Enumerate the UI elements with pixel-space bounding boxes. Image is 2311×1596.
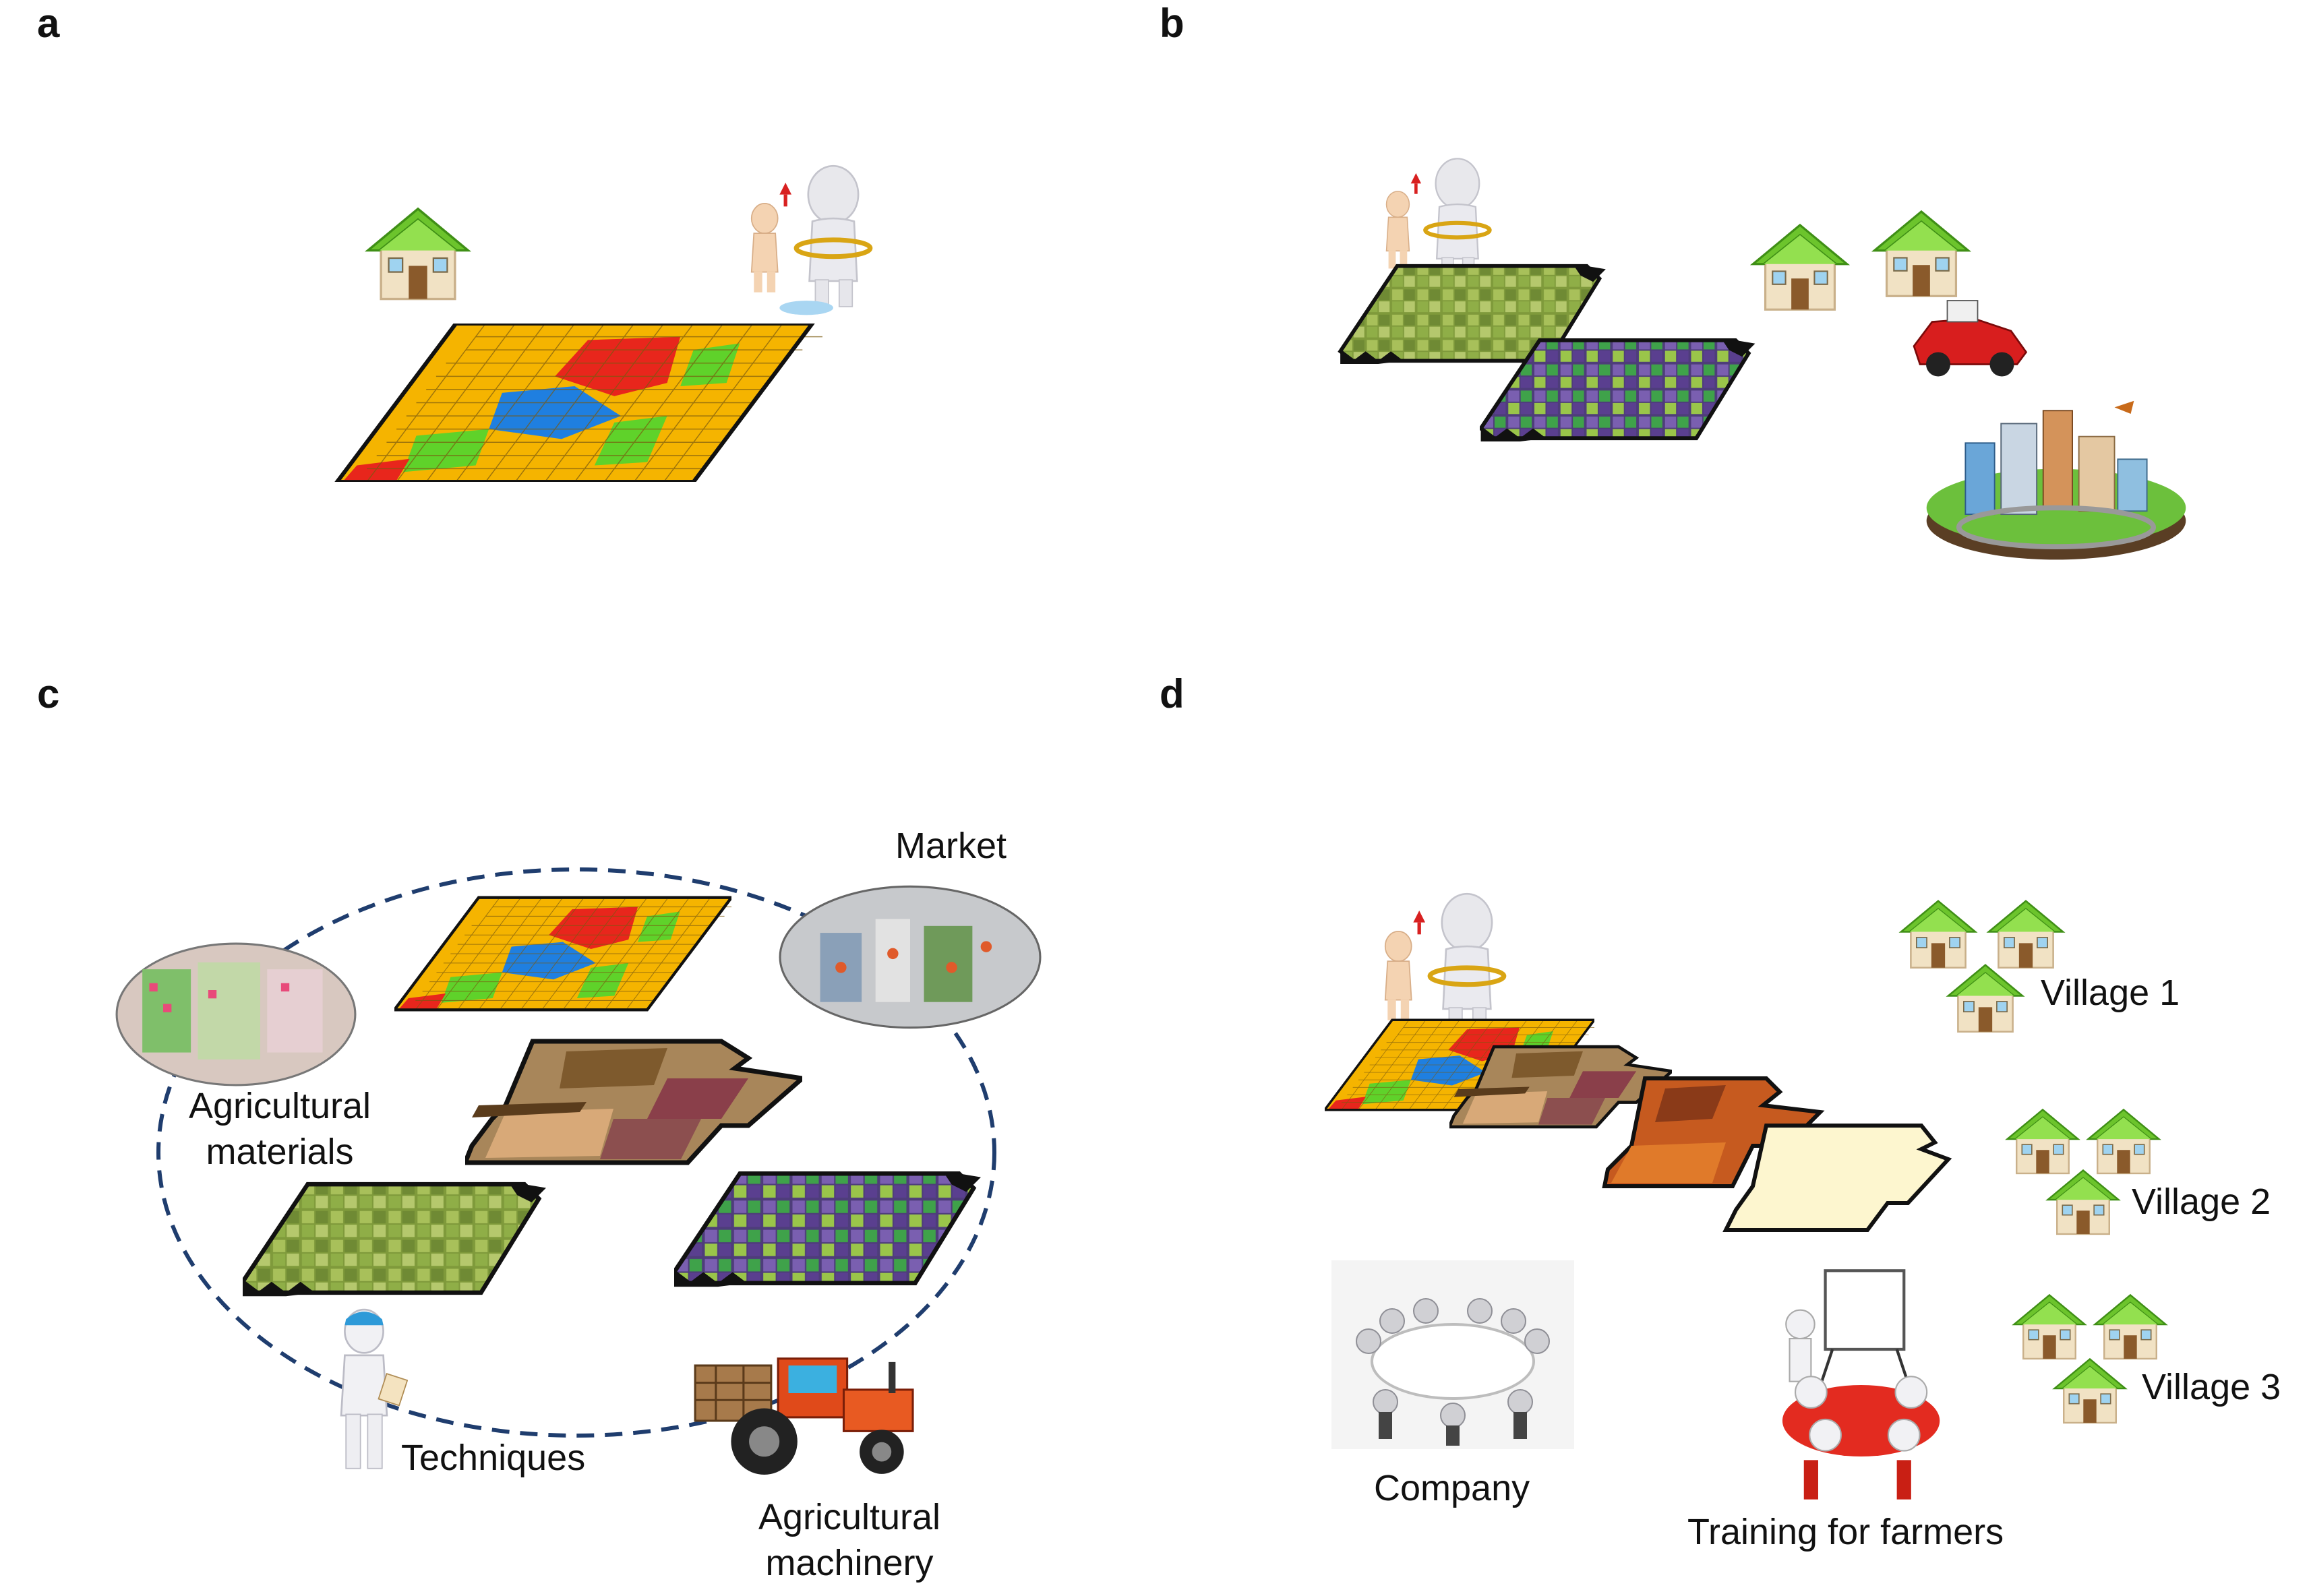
techniques-label: Techniques (401, 1438, 586, 1478)
farmland-parcel-map (465, 1041, 802, 1163)
agricultural-materials-label-line1: Agricultural (188, 1086, 371, 1126)
company-label: Company (1374, 1468, 1530, 1508)
house-icon (2006, 1109, 2079, 1175)
village-1-label: Village 1 (2041, 973, 2180, 1013)
farmland-parcel-map (1722, 1124, 1952, 1232)
city-icon (1927, 401, 2186, 560)
house-icon (1987, 900, 2064, 969)
panel-letter-b: b (1160, 1, 1184, 46)
house-icon (1947, 964, 2024, 1033)
tractor-icon (694, 1357, 914, 1476)
panel-d (1325, 894, 2167, 1500)
figures-icon (752, 166, 870, 315)
farmland-parcel-map (1602, 1076, 1825, 1188)
panel-a (337, 166, 870, 482)
village-3-label: Village 3 (2142, 1367, 2281, 1407)
technician-figure (340, 1308, 408, 1470)
crop-field-map (243, 1184, 546, 1296)
house-icon (2047, 1169, 2120, 1235)
village-2-label: Village 2 (2132, 1181, 2271, 1222)
land-use-grid-map (337, 324, 832, 482)
house-icon (2094, 1294, 2167, 1360)
panel-letter-c: c (37, 671, 60, 716)
agricultural-machinery-label-line2: machinery (765, 1542, 934, 1583)
panel-letter-d: d (1160, 671, 1184, 716)
agricultural-materials-label-line2: materials (206, 1131, 354, 1172)
market-photo (779, 885, 1042, 1029)
house-icon (366, 208, 470, 301)
training-for-farmers-label: Training for farmers (1687, 1512, 2004, 1552)
car-icon (1913, 299, 2027, 377)
house-icon (2087, 1109, 2160, 1175)
training-icon (1782, 1270, 1940, 1499)
panel-letter-a: a (37, 1, 60, 46)
land-use-grid-map (394, 898, 746, 1010)
house-icon (2013, 1294, 2086, 1360)
agricultural-machinery-label: Agricultural machinery (735, 1495, 964, 1586)
market-label: Market (895, 826, 1007, 866)
house-icon (2053, 1358, 2126, 1424)
company-meeting-icon (1331, 1260, 1574, 1449)
house-icon (1900, 900, 1977, 969)
agricultural-materials-label: Agricultural materials (165, 1084, 394, 1175)
agricultural-materials-photo (115, 942, 357, 1086)
dashed-circle (156, 867, 996, 1438)
house-icon (1873, 210, 1970, 297)
panel-c (115, 867, 1042, 1476)
agricultural-machinery-label-line1: Agricultural (758, 1497, 941, 1537)
house-icon (1751, 224, 1849, 311)
crop-field-map (674, 1173, 981, 1287)
panel-b (1340, 158, 2186, 559)
